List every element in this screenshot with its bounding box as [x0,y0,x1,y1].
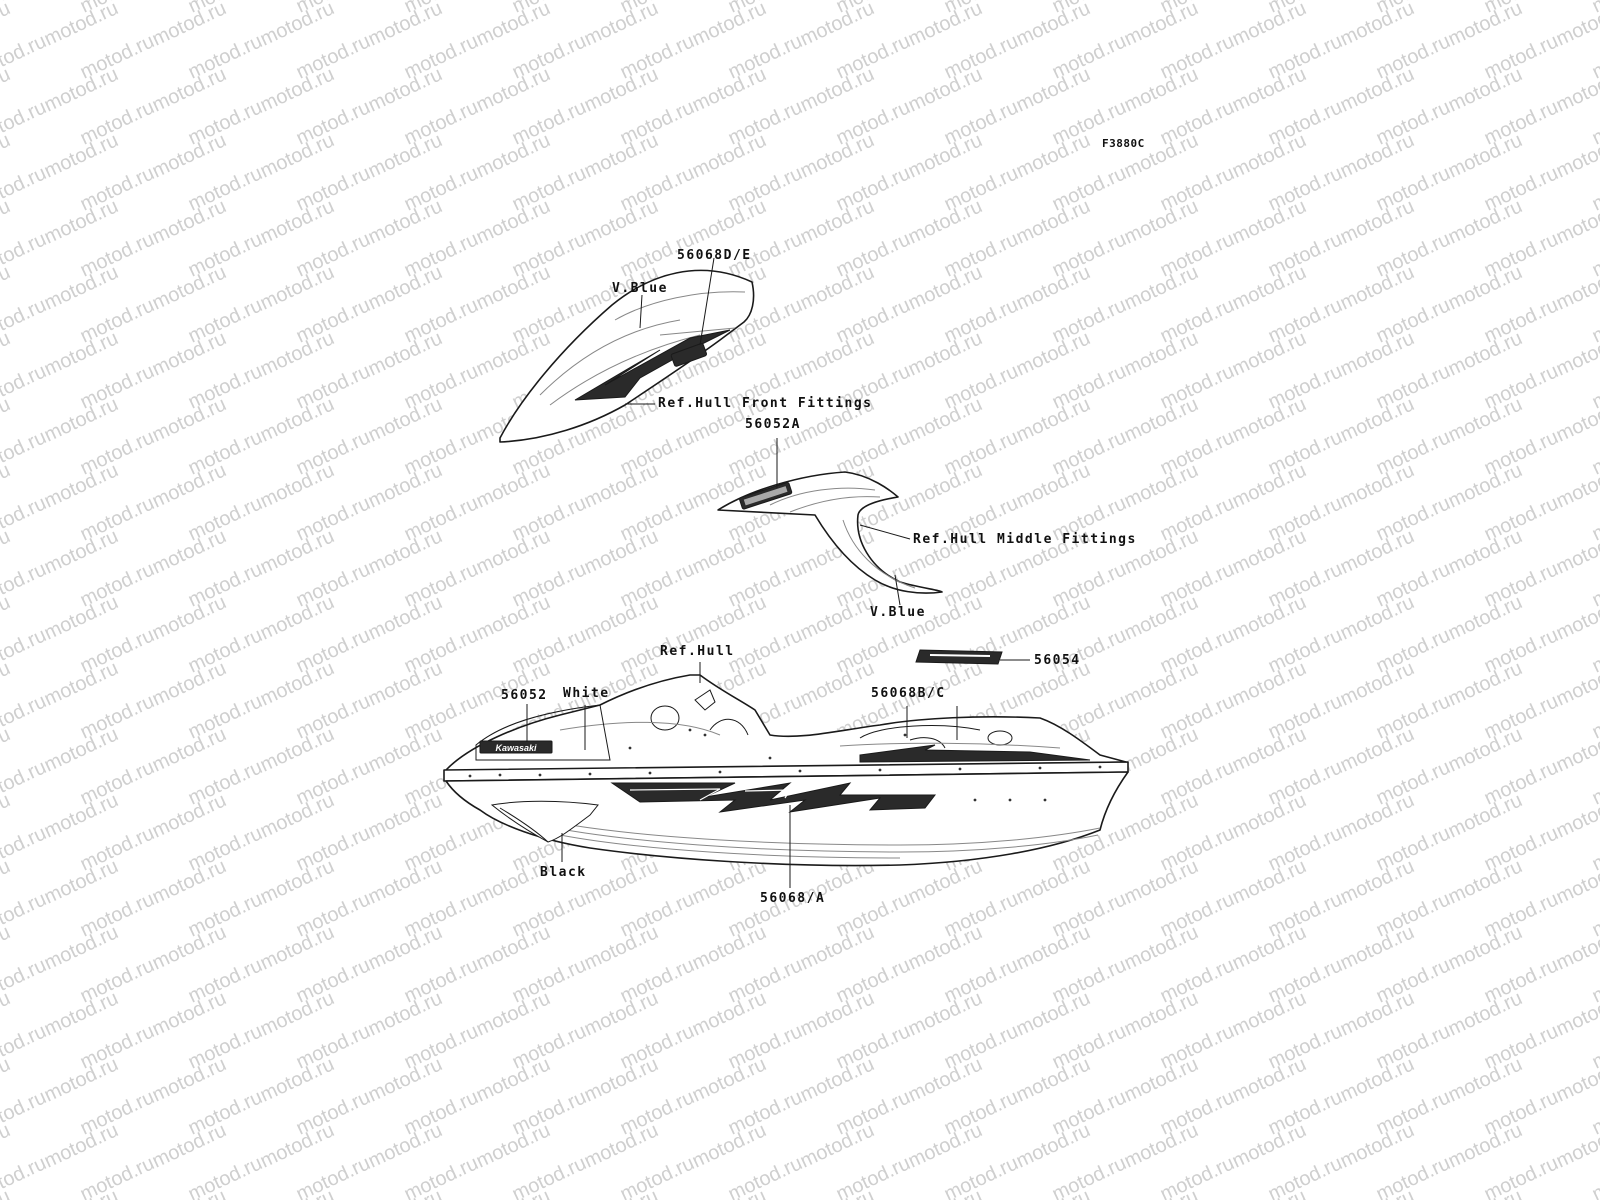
watermark-text: motod.ru [1481,1152,1562,1200]
watermark-text: motod.ru [1373,1152,1454,1200]
watermark-text: motod.ru [0,195,14,248]
bow-black-piece [490,800,599,843]
label-56052a: 56052A [745,417,801,432]
label-56052: 56052 [501,688,548,703]
watermark-text: motod.ru [0,129,14,182]
watermark-text: motod.ru [77,1152,158,1200]
watermark-text: motod.ru [0,459,14,512]
watermark-text: motod.ru [0,327,14,380]
watermark-text: motod.ru [1589,0,1600,18]
watermark-text: motod.ru [0,657,14,710]
front-logo-decal [670,343,708,367]
hull-middle-fitting[interactable] [717,471,943,594]
footwell-cup [650,705,680,731]
watermark-text: motod.ru [1589,1152,1600,1200]
figure-code: F3880C [1102,137,1145,150]
label-56068a: 56068/A [760,891,825,906]
watermark-text: motod.ru [0,987,14,1040]
watermark-text: motod.ru [1157,1152,1238,1200]
watermark-text: motod.ru [941,1152,1022,1200]
middle-logo-decal [739,482,793,510]
badge-decal-56054[interactable] [915,649,1003,665]
watermark-text: motod.ru [0,525,14,578]
watermark-text: motod.ru [0,921,14,974]
label-front-ref: Ref.Hull Front Fittings [658,396,873,411]
callout-labels: 56068D/E V.Blue Ref.Hull Front Fittings … [501,248,1137,906]
watermark-text: motod.ru [0,591,14,644]
hull-front-fitting[interactable] [499,269,755,443]
hull-stripe-decal [610,782,937,813]
watermark-text: motod.ru [0,1119,14,1172]
hull-logo-text: Kawasaki [495,743,537,753]
label-middle-ref: Ref.Hull Middle Fittings [913,532,1137,547]
watermark-text: motod.ru [1265,1152,1346,1200]
watermark-text: motod.ru [833,1152,914,1200]
watermark-text: motod.ru [0,393,14,446]
rivet-dots [468,728,1102,802]
label-white: White [563,686,610,701]
watermark-text: motod.ru [0,1053,14,1106]
label-hull-ref: Ref.Hull [660,644,735,659]
watermark-text: motod.ru [0,855,14,908]
watermark-text: motod.ru [617,1152,698,1200]
deck-stripe-decal [859,744,1091,763]
label-middle-color: V.Blue [870,605,926,620]
watermark-text: motod.ru [509,1152,590,1200]
watermark-text: motod.ru [0,789,14,842]
watermark-text: motod.ru [401,1152,482,1200]
hull-logo-decal [479,740,553,754]
label-56054: 56054 [1034,653,1081,668]
watermark-text: motod.ru [293,1152,374,1200]
label-black: Black [540,865,587,880]
watermark-text: motod.ru [0,723,14,776]
leader-lines [526,257,1030,888]
label-front-color: V.Blue [612,281,668,296]
watermark-text: motod.ru [185,1152,266,1200]
watermark-text: motod.ru [1049,1152,1130,1200]
label-56068bc: 56068B/C [871,686,946,701]
watermark-text: motod.ru [725,1152,806,1200]
hull-body[interactable]: Kawasaki [443,674,1129,867]
watermark-text: motod.ru [0,261,14,314]
watermark-text: motod.ru [0,63,14,116]
label-56068de: 56068D/E [677,248,752,263]
